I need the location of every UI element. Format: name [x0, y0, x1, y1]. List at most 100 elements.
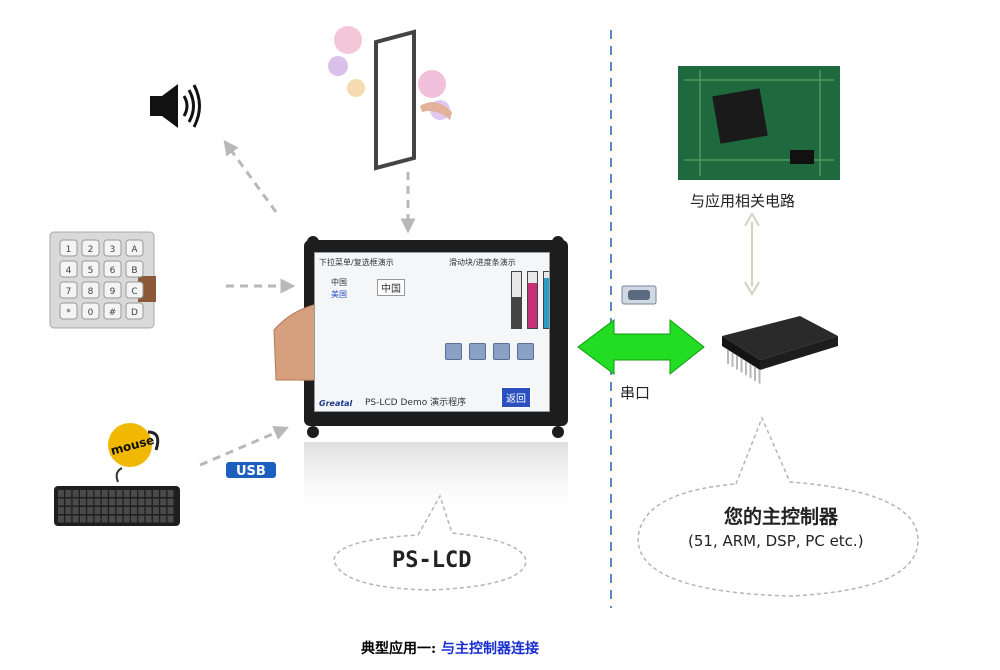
keyboard-key — [167, 498, 174, 506]
keyboard-image — [54, 467, 180, 526]
back-button: 返回 — [501, 387, 531, 408]
keyboard-key — [152, 515, 159, 523]
keypad-key-label: D — [131, 308, 138, 318]
keyboard-key — [79, 490, 86, 497]
keyboard-key — [123, 490, 130, 497]
keypad-key-label: 7 — [66, 287, 72, 297]
keyboard-key — [116, 498, 123, 506]
dropdown-value: 中国 — [377, 279, 405, 296]
keyboard-key — [87, 498, 94, 506]
keyboard-key — [109, 490, 116, 497]
keypad-key — [59, 260, 78, 278]
keypad-key — [103, 281, 122, 299]
keypad-key-label: 4 — [66, 266, 72, 276]
keyboard-key — [87, 507, 94, 514]
serial-double-arrow — [577, 318, 705, 376]
controller-title: 您的主控制器 — [724, 506, 839, 528]
keyboard-key — [101, 490, 108, 497]
keyboard-key — [160, 515, 167, 523]
keypad-key — [103, 260, 122, 278]
keyboard-key — [131, 515, 137, 523]
keyboard-key — [138, 515, 145, 523]
arrow-from-keyboard — [199, 426, 289, 467]
keyboard-key — [58, 515, 64, 523]
keyboard-key — [58, 490, 64, 497]
keypad-key — [81, 239, 100, 257]
keyboard-key — [116, 515, 123, 523]
keyboard-key — [87, 490, 94, 497]
keyboard-key — [87, 515, 94, 523]
keypad-key — [81, 302, 100, 320]
keyboard-key — [138, 490, 145, 497]
keypad-key — [59, 281, 78, 299]
usb-badge: USB — [226, 462, 276, 479]
keypad-key-label: 0 — [88, 308, 94, 318]
keyboard-key — [94, 498, 101, 506]
keypad-key — [59, 302, 78, 320]
progress-bar-2 — [527, 271, 538, 329]
keyboard-key — [58, 507, 64, 514]
keyboard-key — [79, 498, 86, 506]
keyboard-key — [131, 507, 137, 514]
serial-port-label: 串口 — [620, 384, 651, 402]
caption-prefix: 典型应用一: — [360, 641, 442, 657]
keyboard-key — [138, 498, 145, 506]
keyboard-key — [65, 507, 72, 514]
arrow-to-speaker — [223, 139, 278, 213]
progress-bar-3 — [543, 271, 549, 329]
keyboard-key — [72, 490, 79, 497]
keyboard-key — [131, 490, 137, 497]
keypad-key-label: C — [131, 287, 137, 297]
keyboard-key — [79, 515, 86, 523]
keyboard-key — [145, 507, 152, 514]
screen-button-4 — [517, 343, 534, 360]
serial-connector-icon — [621, 285, 657, 305]
keyboard-key — [109, 507, 116, 514]
keyboard-key — [152, 498, 159, 506]
keyboard-key — [72, 507, 79, 514]
progress-bar-1 — [511, 271, 522, 329]
keypad-key — [81, 281, 100, 299]
keyboard-key — [123, 515, 130, 523]
keyboard-key — [160, 507, 167, 514]
brand-label: Greatal — [319, 399, 353, 408]
option-china: 中国 — [331, 278, 347, 287]
keypad-key-label: # — [109, 308, 117, 318]
keypad-key-label: 9 — [110, 287, 116, 297]
keyboard-key — [145, 498, 152, 506]
keypad-key-label: 1 — [66, 245, 72, 255]
keypad-key-label: 5 — [88, 266, 94, 276]
keyboard-key — [101, 507, 108, 514]
keyboard-key — [94, 507, 101, 514]
keyboard-key — [65, 490, 72, 497]
keyboard-key — [101, 498, 108, 506]
keypad-key — [125, 302, 144, 320]
keypad-key — [125, 260, 144, 278]
option-usa: 美国 — [331, 290, 347, 299]
keyboard-key — [138, 507, 145, 514]
keyboard-key — [116, 507, 123, 514]
ic-chip-image — [722, 316, 838, 384]
keyboard-key — [145, 515, 152, 523]
dashed-arrows — [199, 139, 753, 467]
keyboard-key — [94, 515, 101, 523]
keypad-key-label: * — [66, 308, 71, 318]
pslcd-label: PS-LCD — [392, 548, 472, 573]
menu-demo-title: 下拉菜单/复选框演示 — [319, 258, 394, 267]
keyboard-key — [101, 515, 108, 523]
keyboard-key — [167, 507, 174, 514]
keyboard-key — [160, 498, 167, 506]
keyboard-key — [160, 490, 167, 497]
keyboard-key — [116, 490, 123, 497]
lcd-screen: 下拉菜单/复选框演示 滑动块/进度条演示 中国 美国 中国 Greatal PS… — [314, 252, 550, 412]
controller-examples: (51, ARM, DSP, PC etc.) — [688, 532, 864, 550]
slider-demo-title: 滑动块/进度条演示 — [449, 258, 516, 267]
touch-panel-image — [328, 26, 452, 171]
keyboard-key — [152, 507, 159, 514]
keypad-key — [103, 239, 122, 257]
usb-badge-text: USB — [236, 464, 266, 479]
caption-highlight: 与主控制器连接 — [441, 641, 540, 657]
screen-button-1 — [445, 343, 462, 360]
keyboard-key — [109, 515, 116, 523]
